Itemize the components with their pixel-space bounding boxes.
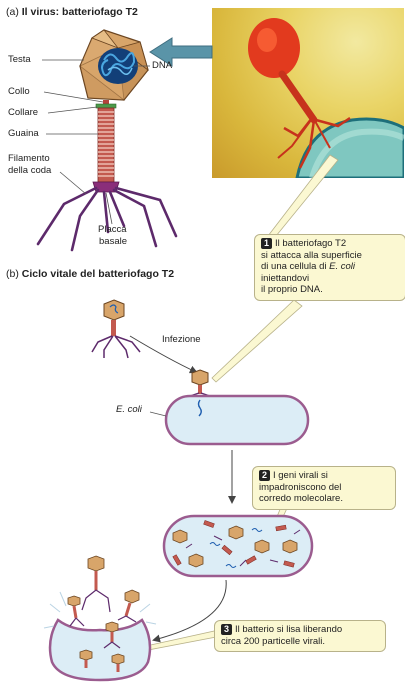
label-filamento-1: Filamento <box>8 153 50 164</box>
label-collo: Collo <box>8 86 30 97</box>
label-filamento-2: della coda <box>8 165 51 176</box>
ecoli-cell <box>166 396 308 444</box>
label-infezione: Infezione <box>162 334 201 345</box>
label-dna: DNA <box>152 60 172 71</box>
label-testa: Testa <box>8 54 31 65</box>
label-ecoli: E. coli <box>116 404 142 415</box>
phage-small-infecting <box>92 300 140 358</box>
ecoli-cell-replicating <box>164 516 312 576</box>
label-placca-1: Placca <box>98 224 127 235</box>
label-guaina: Guaina <box>8 128 39 139</box>
step-number-2: 2 <box>259 470 270 481</box>
callout-1-pointer-bottom <box>212 300 302 382</box>
step-number-1: 1 <box>261 238 272 249</box>
label-placca-2: basale <box>99 236 127 247</box>
callout-1-pointer-top <box>268 155 338 236</box>
lysed-cell <box>44 556 156 680</box>
label-collare: Collare <box>8 107 38 118</box>
step-number-3: 3 <box>221 624 232 635</box>
